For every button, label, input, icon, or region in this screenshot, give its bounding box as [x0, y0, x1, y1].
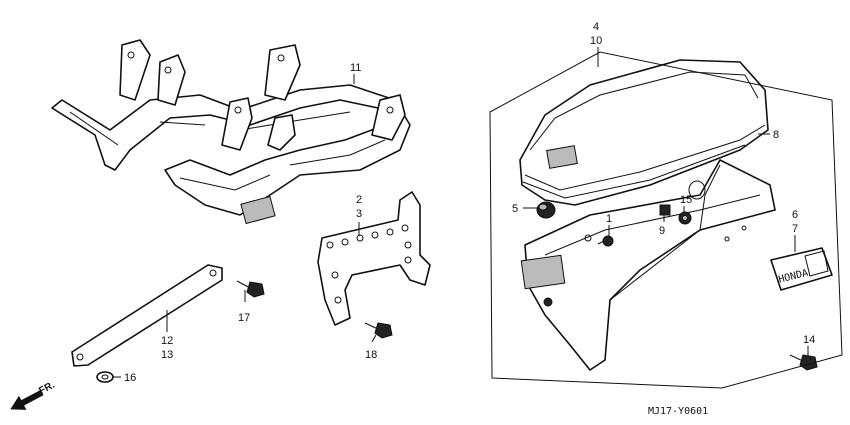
callout-4: 4 — [593, 21, 599, 33]
callout-17: 17 — [238, 312, 250, 324]
callout-6: 6 — [792, 209, 798, 221]
bolt-17 — [236, 280, 265, 298]
nut-9 — [659, 204, 671, 216]
leader-lines — [113, 47, 809, 378]
cushion-15 — [678, 211, 692, 225]
emblem: HONDA — [770, 247, 833, 291]
callout-9: 9 — [659, 225, 665, 237]
callout-14: 14 — [803, 334, 815, 346]
assembly-outline — [489, 51, 843, 389]
stay-bar — [71, 264, 223, 367]
rubber-cushion — [536, 201, 556, 219]
callout-5: 5 — [512, 203, 518, 215]
callouts: 4 10 11 8 2 3 5 1 15 9 6 7 14 17 12 13 1… — [124, 21, 815, 384]
callout-7: 7 — [792, 223, 798, 235]
callout-16: 16 — [124, 372, 136, 384]
saddlebag-case — [520, 159, 776, 371]
screw-1 — [597, 235, 614, 247]
bolt-14 — [789, 354, 818, 371]
callout-13: 13 — [161, 349, 173, 361]
callout-11: 11 — [350, 62, 361, 74]
saddlebag-stay-frame — [51, 39, 411, 225]
front-direction-indicator: FR. — [10, 379, 57, 410]
callout-1: 1 — [606, 213, 612, 225]
inner-hole — [688, 180, 706, 200]
bolt-18 — [364, 322, 393, 339]
callout-18: 18 — [365, 349, 377, 361]
callout-10: 10 — [590, 35, 602, 47]
washer — [96, 371, 114, 383]
front-arrow-icon — [10, 389, 44, 410]
saddlebag-lid — [519, 59, 769, 206]
callout-12: 12 — [161, 335, 173, 347]
callout-2: 2 — [356, 194, 362, 206]
callout-3: 3 — [356, 208, 362, 220]
front-label: FR. — [37, 379, 57, 396]
callout-15: 15 — [680, 194, 692, 206]
diagram-code: MJ17-Y0601 — [648, 406, 708, 417]
side-plate — [317, 191, 431, 326]
callout-8: 8 — [773, 129, 779, 141]
